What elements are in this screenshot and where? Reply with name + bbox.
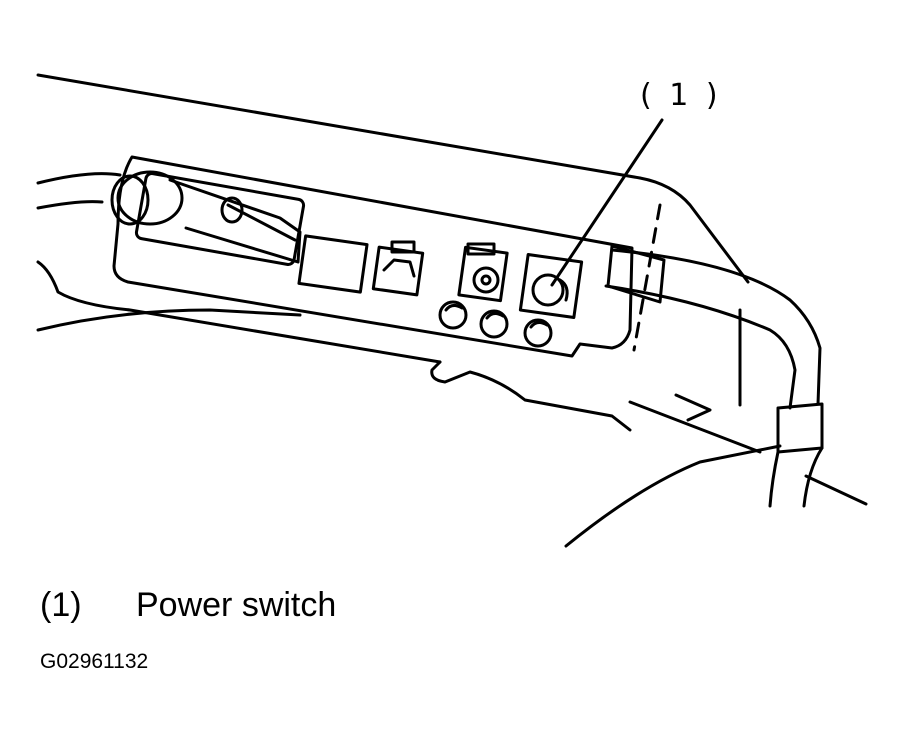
strap-down-right	[802, 446, 824, 508]
legend: (1) Power switch	[40, 586, 336, 625]
strap-bottom	[604, 284, 797, 410]
lower-left-curve	[36, 308, 302, 332]
body-dash	[632, 203, 662, 352]
unit-left-edge	[36, 260, 442, 364]
dc-jack	[457, 242, 509, 303]
power-switch	[518, 253, 584, 319]
legend-text: Power switch	[136, 586, 337, 624]
serial-port	[297, 234, 369, 294]
phone-jack	[371, 240, 425, 297]
unit-bottom-edge	[430, 360, 632, 432]
callout-leader	[550, 118, 664, 287]
strap-clip	[776, 402, 824, 454]
unit-shoulder	[638, 176, 750, 284]
strap-down-left	[768, 450, 780, 508]
figure-code: G02961132	[40, 650, 149, 673]
lower-surface-2	[804, 474, 868, 506]
cable-connector	[36, 170, 306, 266]
body-corner	[674, 393, 712, 422]
body-lower-lines	[628, 400, 762, 454]
unit-top-edge	[36, 73, 642, 180]
legend-number: (1)	[40, 586, 82, 624]
callout-label: ( 1 )	[640, 78, 722, 113]
lower-surface-1	[564, 444, 782, 548]
strap-top	[610, 248, 822, 406]
round-jacks	[438, 300, 553, 348]
